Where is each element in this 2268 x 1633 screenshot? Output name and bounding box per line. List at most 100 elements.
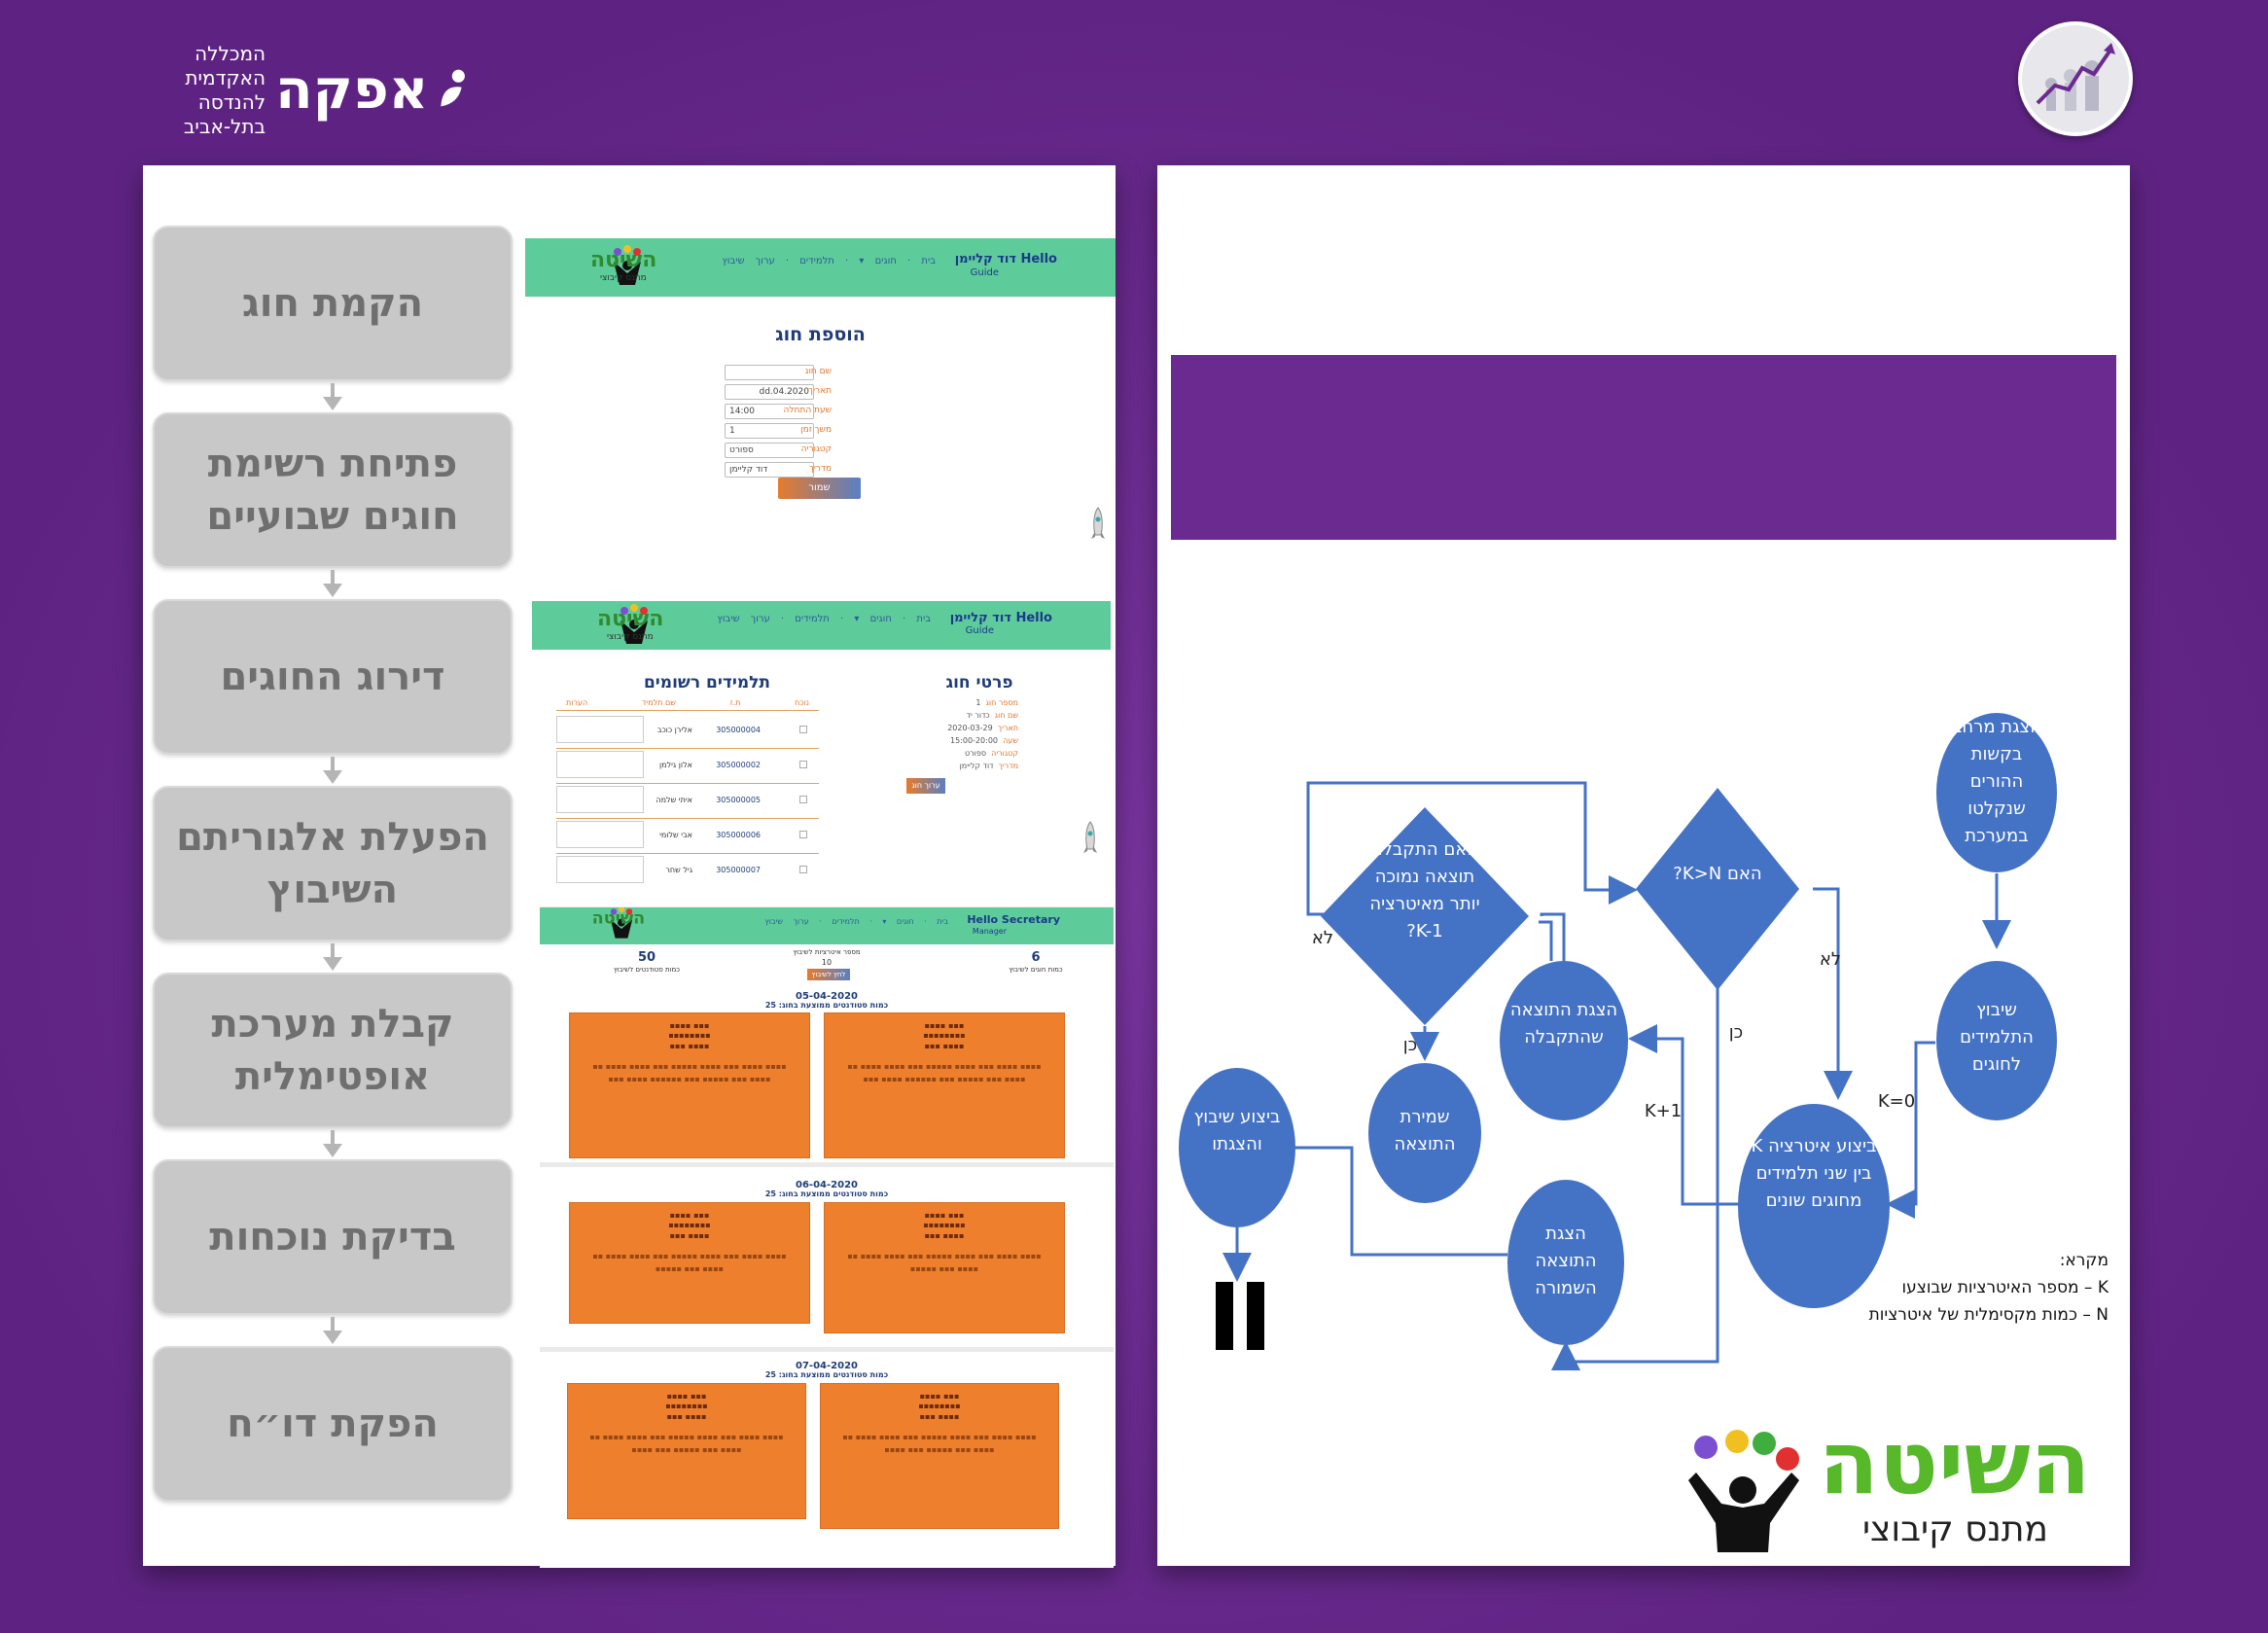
afeka-sub-line1: המכללה האקדמית — [185, 41, 266, 89]
notes-input[interactable] — [556, 821, 644, 848]
notes-input[interactable] — [556, 856, 644, 883]
date-input[interactable]: dd.04.2020 — [725, 384, 814, 400]
iterations-label: מספר איטרציות לשיבוץ — [793, 948, 861, 956]
nav-links[interactable]: בית · חוגים ▾ · תלמידים · ערוך שיבוץ — [764, 917, 948, 926]
class-card[interactable]: ▪▪▪ ▪▪▪▪▪▪▪▪▪▪▪▪▪▪▪▪ ▪▪▪▪▪▪▪ ▪▪▪▪ ▪▪▪ ▪▪… — [569, 1012, 810, 1158]
legend-title: מקרא: — [2059, 1251, 2109, 1270]
edit-class-button[interactable]: ערוך חוג — [906, 778, 945, 794]
nav-bar: Hello דוד קליימן Guide בית · חוגים ▾ · ת… — [525, 238, 1116, 297]
pause-icon[interactable] — [1216, 1282, 1264, 1350]
hashita-figure-icon — [610, 907, 633, 939]
step-run-algorithm: הפעלת אלגוריתם השיבוץ — [153, 786, 513, 941]
class-card[interactable]: ▪▪▪ ▪▪▪▪▪▪▪▪▪▪▪▪▪▪▪▪ ▪▪▪▪▪▪▪ ▪▪▪▪ ▪▪▪ ▪▪… — [824, 1202, 1065, 1333]
label-yes-k: כן — [1729, 1022, 1743, 1043]
run-schedule-button[interactable]: לחץ לשיבוץ — [807, 969, 850, 980]
flow-node-iteration — [1738, 1104, 1890, 1308]
col-id: ת.ז — [729, 698, 741, 707]
flow-text-decision-better: האם התקבלה תוצאה נמוכה יותר מאיטרציה K-1… — [1369, 839, 1480, 941]
role-text: Guide — [970, 267, 999, 278]
class-card[interactable]: ▪▪▪ ▪▪▪▪▪▪▪▪▪▪▪▪▪▪▪▪ ▪▪▪▪▪▪▪ ▪▪▪▪ ▪▪▪ ▪▪… — [824, 1012, 1065, 1158]
day-subtitle: כמות סטודנטים ממוצעת בחוג: 25 — [764, 1001, 889, 1010]
classes-count-label: כמות חוגים לשיבוץ — [1009, 966, 1063, 974]
flow-arrows — [1223, 781, 2011, 1370]
flow-text-display-requests: הצגת מרחב בקשות ההורים שנקלטו במערכת — [1952, 717, 2041, 846]
detail-value: 2020-03-29 — [947, 724, 993, 732]
purple-banner — [1171, 355, 2116, 540]
students-count: 50 — [637, 950, 656, 965]
field-label: קטגוריה — [800, 444, 832, 454]
student-name: גיל שחר — [665, 866, 692, 874]
hashita-figure-icon — [614, 245, 641, 285]
label-k1: K+1 — [1645, 1101, 1682, 1121]
field-label: מדריך — [809, 464, 832, 474]
hashita-sub: מתנס קיבוצי — [1862, 1509, 2048, 1549]
notes-input[interactable] — [556, 716, 644, 743]
category-select[interactable]: ספורט — [725, 443, 814, 458]
duration-select[interactable]: 1 — [725, 423, 814, 439]
day-date: 07-04-2020 — [796, 1361, 858, 1371]
table-header: נוכח ת.ז שם תלמיד הערות — [556, 698, 819, 707]
hello-text: Hello דוד קליימן — [949, 611, 1052, 625]
rocket-icon — [1083, 821, 1097, 853]
class-card[interactable]: ▪▪▪ ▪▪▪▪▪▪▪▪▪▪▪▪▪▪▪▪ ▪▪▪▪▪▪▪ ▪▪▪▪ ▪▪▪ ▪▪… — [820, 1383, 1059, 1529]
field-label: משך זמן — [800, 425, 832, 435]
class-card[interactable]: ▪▪▪ ▪▪▪▪▪▪▪▪▪▪▪▪▪▪▪▪ ▪▪▪▪▪▪▪ ▪▪▪▪ ▪▪▪ ▪▪… — [569, 1202, 810, 1324]
label-k0: K=0 — [1878, 1091, 1915, 1112]
detail-label: מדריך — [998, 762, 1018, 770]
row-divider — [556, 818, 819, 819]
row-divider — [556, 748, 819, 749]
detail-value: כדור יד — [966, 711, 990, 720]
present-checkbox[interactable] — [799, 831, 807, 838]
class-card[interactable]: ▪▪▪ ▪▪▪▪▪▪▪▪▪▪▪▪▪▪▪▪ ▪▪▪▪▪▪▪ ▪▪▪▪ ▪▪▪ ▪▪… — [567, 1383, 806, 1519]
student-id: 305000005 — [716, 796, 761, 804]
present-checkbox[interactable] — [799, 796, 807, 803]
present-checkbox[interactable] — [799, 726, 807, 733]
growth-logo — [2018, 21, 2133, 136]
logo-name: השיטה — [591, 908, 646, 929]
notes-input[interactable] — [556, 751, 644, 778]
table-row: 305000002 אלון גילמן — [556, 751, 819, 784]
student-id: 305000006 — [716, 831, 761, 839]
table-row: 305000007 גיל שחר — [556, 856, 819, 889]
flow-text-execute: ביצוע שיבוץ והצגתו — [1193, 1107, 1281, 1154]
detail-value: דוד קליימן — [959, 762, 994, 770]
step-open-weekly-list: פתיחת רשימת חוגים שבועיים — [153, 412, 513, 568]
table-row: 305000006 אבי שלומי — [556, 821, 819, 854]
nav-links[interactable]: בית · חוגים ▾ · תלמידים · ערוך שיבוץ — [717, 614, 931, 624]
detail-label: מספר חוג — [985, 698, 1018, 707]
nav-links[interactable]: בית · חוגים ▾ · תלמידים · ערוך שיבוץ — [722, 256, 936, 266]
flow-node-display-requests — [1936, 713, 2057, 872]
field-label: שעת התחלה — [783, 406, 832, 415]
student-id: 305000007 — [716, 866, 761, 874]
save-button[interactable]: שמור — [778, 478, 861, 499]
present-checkbox[interactable] — [799, 866, 807, 873]
notes-input[interactable] — [556, 786, 644, 813]
flow-node-show-result — [1500, 961, 1628, 1120]
hashita-name: השיטה — [1819, 1412, 2091, 1514]
detail-label: תאריך — [997, 724, 1018, 732]
detail-value: 15:00-20:00 — [950, 736, 998, 745]
student-name: איתי שלמה — [656, 796, 692, 804]
class-name-input[interactable] — [725, 365, 814, 380]
arrow-down-icon — [323, 757, 342, 786]
afeka-subtitle: המכללה האקדמית להנדסה בתל-אביב — [136, 42, 266, 139]
logo-name: השיטה — [597, 607, 664, 631]
present-checkbox[interactable] — [799, 761, 807, 768]
iterations-input[interactable]: 10 — [821, 958, 833, 967]
label-no-k: לא — [1820, 949, 1841, 970]
step-optimal-schedule: קבלת מערכת אופטימלית — [153, 973, 513, 1128]
detail-row: מספר חוג 1 — [902, 698, 1018, 707]
row-divider — [556, 853, 819, 854]
flow-text-iteration: ביצוע איטרציה K בין שני תלמידים מחוגים ש… — [1751, 1136, 1877, 1211]
flow-node-save-result — [1368, 1063, 1481, 1203]
label-yes-better: כן — [1403, 1035, 1417, 1055]
section-divider — [540, 1162, 1114, 1167]
form-title: הוספת חוג — [775, 324, 866, 345]
student-name: אבי שלומי — [659, 831, 692, 839]
table-row: 305000005 איתי שלמה — [556, 786, 819, 819]
registered-title: תלמידים רשומים — [643, 673, 771, 692]
afeka-sub-line2: להנדסה בתל-אביב — [183, 89, 266, 138]
student-name: אלון גילמן — [658, 761, 692, 769]
guide-select[interactable]: דוד קליימן — [725, 462, 814, 478]
start-time-select[interactable]: 14:00 — [725, 404, 814, 419]
